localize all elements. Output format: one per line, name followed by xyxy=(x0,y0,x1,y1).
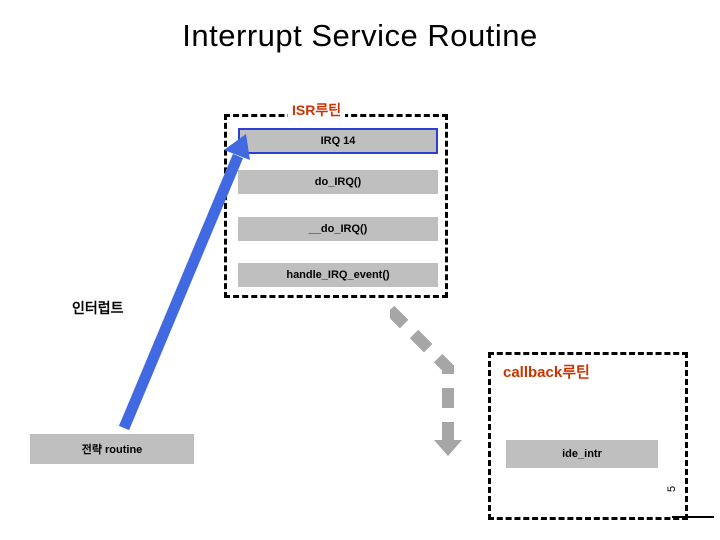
box-strategy-routine[interactable]: 전략 routine xyxy=(30,434,194,464)
box-__do-irq[interactable]: __do_IRQ() xyxy=(238,217,438,241)
callback-group-caption: callback루틴 xyxy=(503,364,590,381)
box-ide-intr[interactable]: ide_intr xyxy=(506,440,658,468)
box-do-irq[interactable]: do_IRQ() xyxy=(238,170,438,194)
box-irq-14[interactable]: IRQ 14 xyxy=(238,128,438,154)
callback-group-box xyxy=(488,352,688,520)
page-title: Interrupt Service Routine xyxy=(182,18,538,53)
interrupt-label: 인터럽트 xyxy=(72,300,124,316)
box-handle-irq-event[interactable]: handle_IRQ_event() xyxy=(238,263,438,287)
isr-group-caption: ISR루틴 xyxy=(288,100,346,120)
bottom-rule-divider xyxy=(672,516,714,518)
page-number: 5 xyxy=(666,485,678,492)
